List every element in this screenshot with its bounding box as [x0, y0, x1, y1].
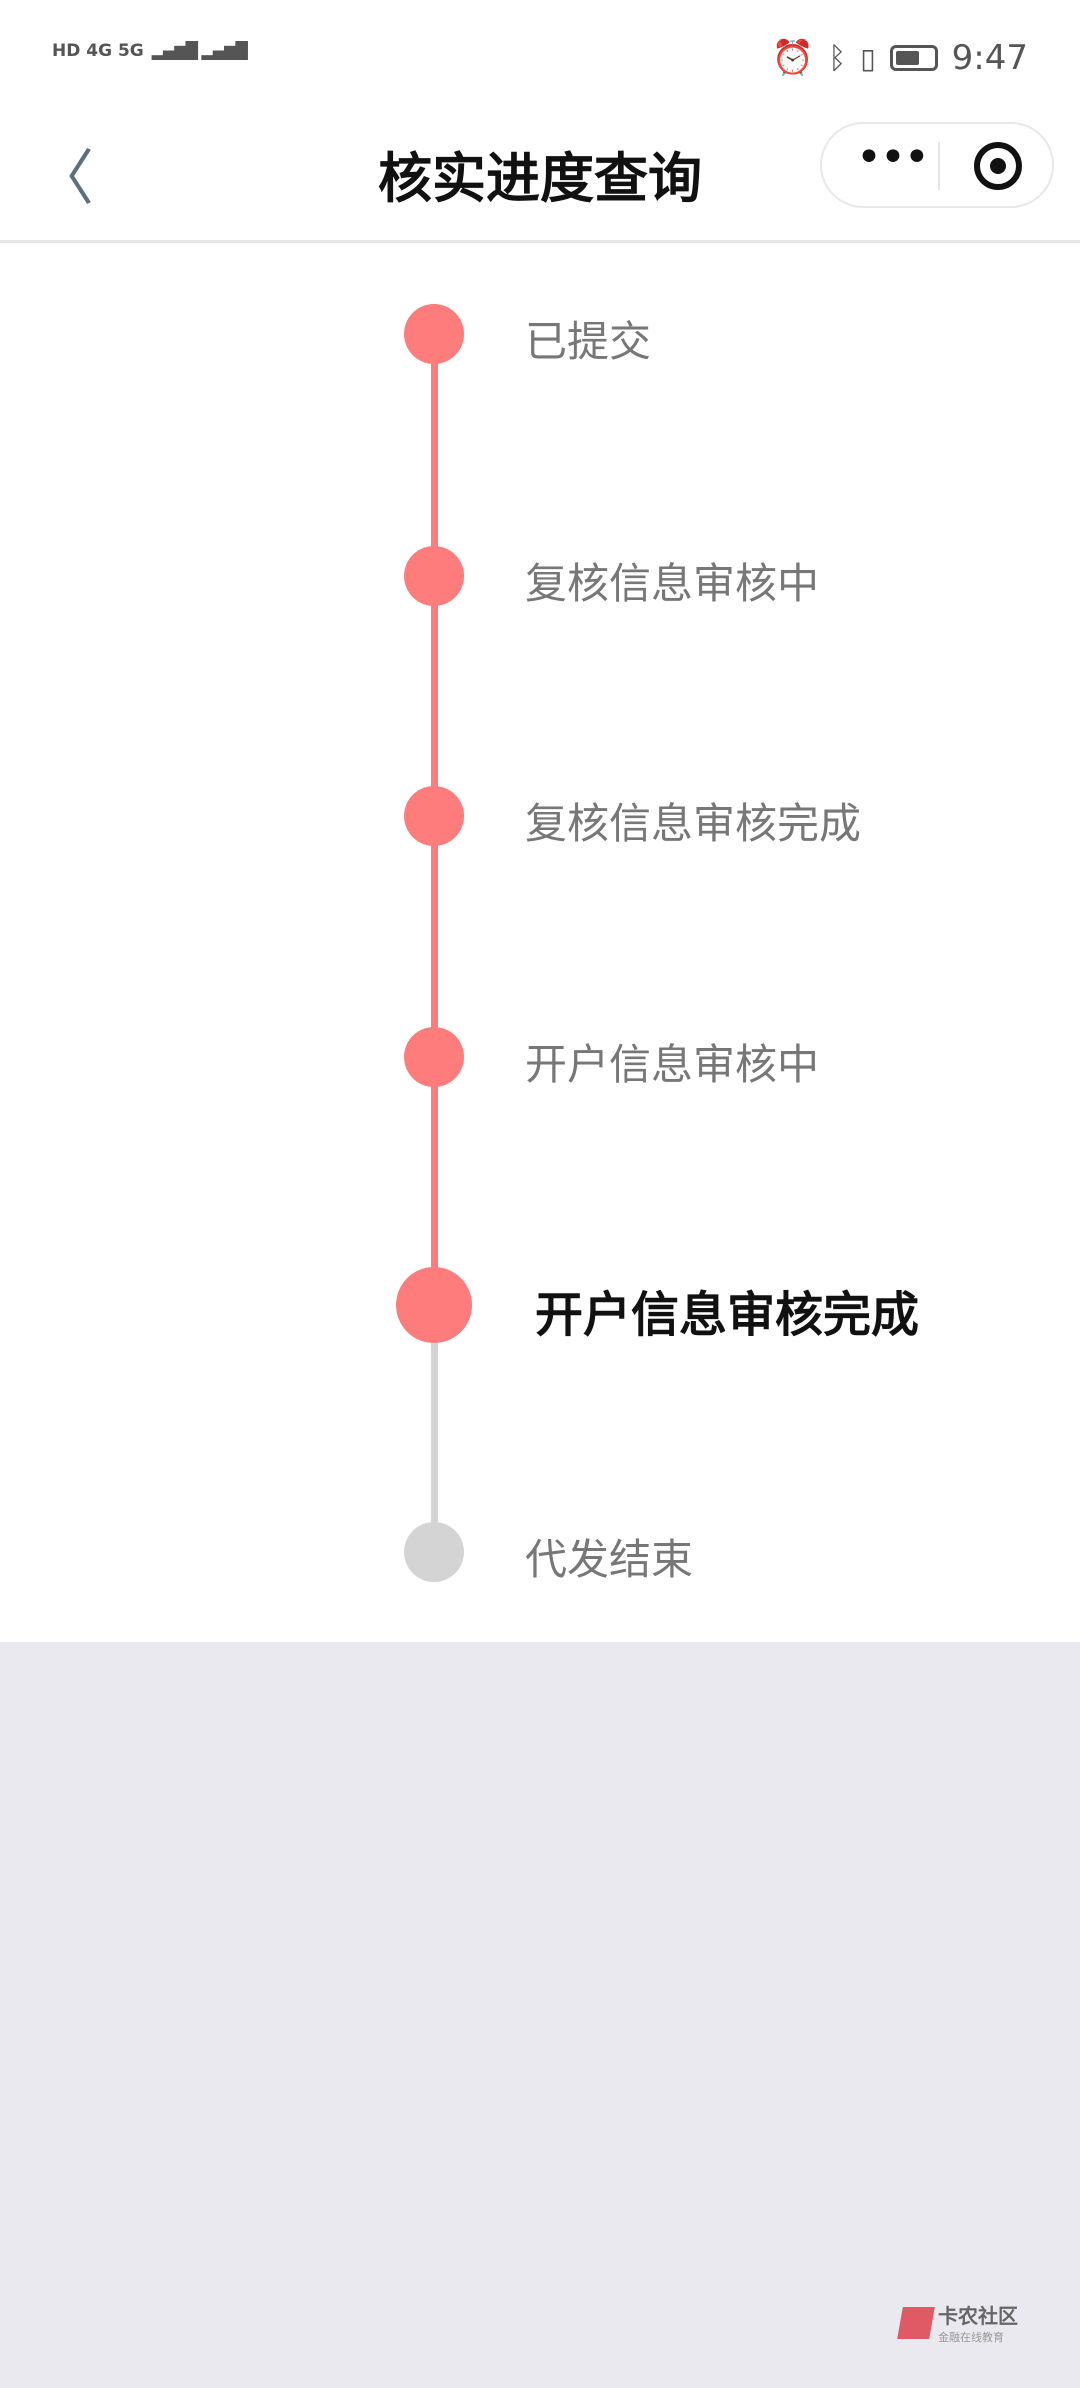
divider [938, 142, 940, 190]
step-label: 复核信息审核中 [525, 559, 820, 608]
network-label: HD 4G 5G [52, 41, 144, 61]
page-title: 核实进度查询 [378, 147, 702, 210]
timeline-connector [431, 576, 438, 816]
alarm-icon: ⏰ [771, 38, 815, 78]
timeline-connector [431, 1057, 438, 1305]
step-dot-done [404, 786, 464, 846]
timeline-connector [431, 816, 438, 1057]
step-dot-done [404, 546, 464, 606]
step-dot-done [404, 1027, 464, 1087]
battery-icon [889, 45, 938, 71]
bluetooth-icon: ᛒ [828, 40, 847, 76]
signal-icons: HD 4G 5G ▂▄▆█ ▂▄▆█ [52, 40, 248, 62]
step-dot-current [396, 1267, 472, 1343]
step-dot-done [404, 304, 464, 364]
step-label: 复核信息审核完成 [525, 799, 862, 848]
watermark-logo-icon [897, 2306, 935, 2339]
watermark-slogan: 金融在线教育 [938, 2331, 1004, 2344]
back-button[interactable]: 〈 [34, 144, 94, 214]
miniprogram-capsule: ••• [820, 122, 1054, 208]
more-button[interactable]: ••• [856, 132, 930, 183]
close-target-button[interactable] [974, 142, 1022, 190]
nav-bar: 〈 核实进度查询 ••• [0, 110, 1080, 243]
step-dot-pending [404, 1522, 464, 1582]
watermark-name: 卡农社区 [938, 2304, 1018, 2328]
signal-strength-icon: ▂▄▆█ ▂▄▆█ [151, 41, 248, 60]
status-bar: HD 4G 5G ▂▄▆█ ▂▄▆█ ⏰ ᛒ ▯ 9:47 [0, 0, 1080, 110]
step-label: 已提交 [525, 317, 652, 366]
watermark: 卡农社区 金融在线教育 [897, 2300, 1018, 2345]
vibrate-icon: ▯ [860, 41, 876, 75]
timeline-connector [431, 334, 438, 576]
step-label: 代发结束 [525, 1535, 694, 1584]
step-label: 开户信息审核完成 [535, 1287, 920, 1343]
content-area [0, 0, 1080, 1642]
clock: 9:47 [951, 38, 1028, 78]
timeline-connector [431, 1305, 438, 1552]
step-label: 开户信息审核中 [525, 1040, 820, 1089]
